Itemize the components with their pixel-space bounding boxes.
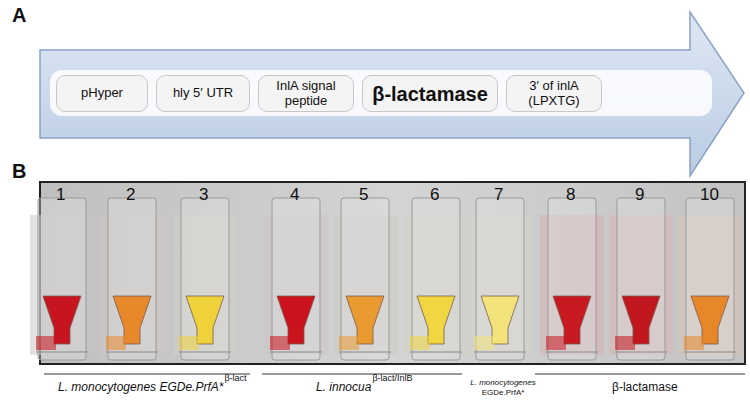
cuvette-reflection — [270, 336, 290, 350]
inner-band — [50, 70, 712, 116]
cuvette-body — [686, 198, 734, 360]
group-line — [44, 374, 250, 375]
callout-number: 8 — [566, 186, 575, 205]
box-text: 3′ of inlA (LPXTG) — [507, 79, 601, 108]
callout-number: 4 — [290, 186, 299, 205]
callout-number: 1 — [56, 186, 65, 205]
cuvette-base — [179, 351, 231, 352]
construct-box: pHyper — [56, 75, 148, 112]
group-label: L. innocua — [316, 381, 371, 394]
cuvette-base — [410, 351, 462, 352]
panel-letter: A — [12, 4, 26, 26]
cuvette-reflection — [36, 336, 56, 350]
panel-letter: B — [12, 160, 26, 182]
construct-box: 3′ of inlA (LPXTG) — [506, 75, 602, 112]
cuvette-body — [548, 198, 596, 360]
cuvette-body — [108, 198, 156, 360]
cuvette-reflection — [474, 336, 494, 350]
cuvette-reflection — [339, 336, 359, 350]
callout-number: 3 — [199, 186, 208, 205]
cuvette-base — [546, 351, 598, 352]
group-label: β-lactamase — [612, 381, 678, 394]
group-label: β-lact — [224, 374, 246, 384]
group-label: EGDe.PrfA* — [482, 389, 525, 398]
construct-box: InlA signal peptide — [258, 75, 354, 112]
callout-number: 6 — [430, 186, 439, 205]
cuvette-base — [684, 351, 736, 352]
group-label: L. monocytogenes — [470, 379, 535, 388]
callout-number: 9 — [635, 186, 644, 205]
cuvette-base — [106, 351, 158, 352]
cuvette-body — [476, 198, 524, 360]
callout-number: 10 — [700, 186, 719, 205]
cuvette-reflection — [546, 336, 566, 350]
cuvette-reflection — [684, 336, 704, 350]
cuvette-body — [412, 198, 460, 360]
cuvette-base — [474, 351, 526, 352]
box-text: hly 5′ UTR — [169, 86, 237, 100]
cuvette-body — [341, 198, 389, 360]
cuvette-body — [617, 198, 665, 360]
box-text: β-lactamase — [368, 83, 492, 105]
group-line — [262, 374, 462, 375]
callout-number: 5 — [359, 186, 368, 205]
cuvette-body — [181, 198, 229, 360]
cuvette-base — [339, 351, 391, 352]
box-text: InlA signal peptide — [259, 79, 353, 108]
callout-number: 2 — [126, 186, 135, 205]
cuvette-body — [38, 198, 86, 360]
process-arrow — [40, 12, 744, 176]
cuvette-body — [272, 198, 320, 360]
construct-box: hly 5′ UTR — [156, 75, 250, 112]
cuvette-reflection — [179, 336, 199, 350]
box-text: pHyper — [77, 86, 127, 100]
group-line — [535, 374, 745, 375]
cuvette-base — [270, 351, 322, 352]
group-label: β-lact/InlB — [372, 374, 412, 384]
group-label: L. monocytogenes EGDe.PrfA* — [58, 381, 223, 394]
cuvettes — [30, 198, 742, 360]
cuvette-reflection — [106, 336, 126, 350]
cuvette-base — [36, 351, 88, 352]
callout-number: 7 — [494, 186, 503, 205]
cuvette-reflection — [615, 336, 635, 350]
cuvette-base — [615, 351, 667, 352]
photo — [40, 182, 745, 364]
cuvette-reflection — [410, 336, 430, 350]
construct-box: β-lactamase — [362, 75, 498, 112]
